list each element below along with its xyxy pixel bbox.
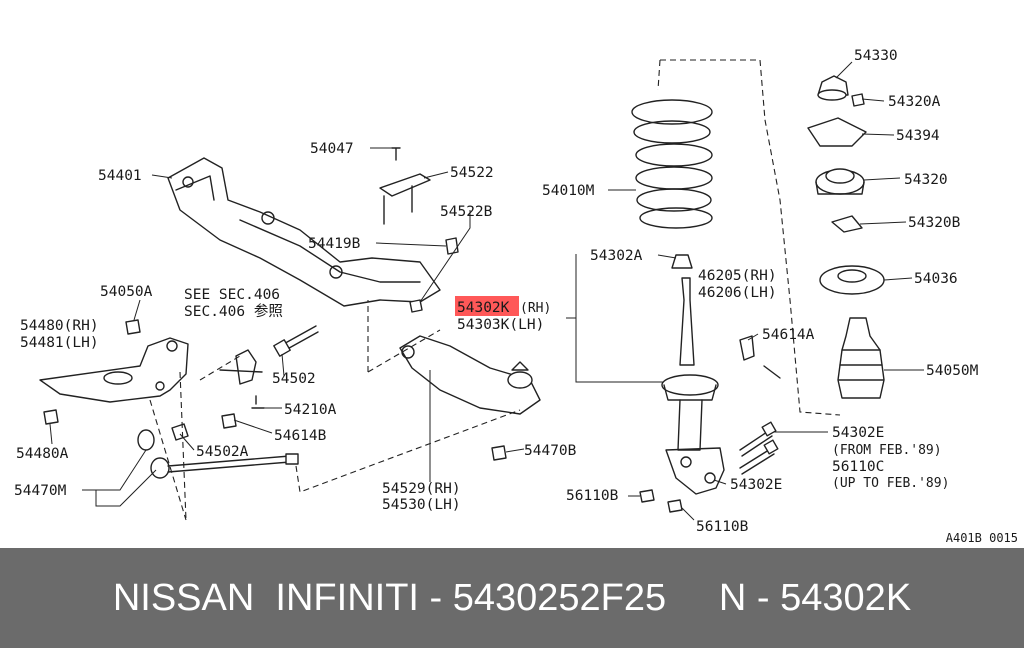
compression-bracket [39, 337, 189, 403]
label-54050M: 54050M [926, 363, 979, 379]
bolt-54480A [43, 409, 59, 425]
label-54530: 54530(LH) [382, 497, 461, 513]
strut-mount [815, 168, 865, 195]
label-56110C: 56110C [832, 459, 884, 475]
label-54502A: 54502A [196, 444, 249, 460]
label-54302K: 54302K [457, 300, 510, 316]
bushing-54050A [125, 319, 141, 335]
bracket-54522 [379, 173, 431, 225]
top-cap [817, 75, 849, 101]
label-54470B: 54470B [524, 443, 577, 459]
label-54010M: 54010M [542, 183, 595, 199]
label-46206: 46206(LH) [698, 285, 777, 301]
bolt-54502-head [273, 339, 291, 357]
bolt-54047 [391, 147, 401, 161]
sensor-bracket [739, 335, 755, 361]
label-54302K-rh: (RH) [520, 301, 551, 316]
spring-seat [819, 265, 885, 295]
strut-shock-absorber [661, 277, 725, 495]
highlight-54302K [455, 296, 519, 316]
label-54394: 54394 [896, 128, 940, 144]
stabilizer-clamp [219, 349, 263, 385]
label-54419B: 54419B [308, 236, 361, 252]
plate-54394 [807, 117, 867, 147]
nut-54522B [409, 299, 423, 313]
label-54303K: 54303K(LH) [457, 317, 544, 333]
coil-spring [631, 99, 713, 229]
label-54320A: 54320A [888, 94, 941, 110]
label-from-feb: (FROM FEB.'89) [832, 443, 942, 458]
label-54480A: 54480A [16, 446, 69, 462]
bump-stop [671, 254, 693, 269]
label-54050A: 54050A [100, 284, 153, 300]
bolt-54614A [763, 365, 781, 379]
label-56110B-b: 56110B [696, 519, 749, 535]
label-54470M: 54470M [14, 483, 67, 499]
label-54529: 54529(RH) [382, 481, 461, 497]
label-54302E-a: 54302E [832, 425, 884, 441]
label-54614A: 54614A [762, 327, 815, 343]
label-46205: 46205(RH) [698, 268, 777, 284]
nut-54614B [221, 413, 237, 429]
footer-banner: NISSAN INFINITI - 5430252F25 N - 54302K [0, 548, 1024, 648]
label-54210A: 54210A [284, 402, 337, 418]
label-see-sec: SEE SEC.406 [184, 287, 280, 303]
boot-54050M [837, 317, 885, 399]
label-54522: 54522 [450, 165, 494, 181]
label-54320B: 54320B [908, 215, 961, 231]
label-upto-feb: (UP TO FEB.'89) [832, 476, 949, 491]
label-54302E-b: 54302E [730, 477, 782, 493]
transverse-link [399, 335, 541, 415]
label-sec-ref: SEC.406 参照 [184, 303, 283, 320]
crossmember [167, 157, 441, 307]
leader-lines [49, 61, 924, 521]
label-54047: 54047 [310, 141, 354, 157]
bolt-54210A [251, 395, 265, 409]
strut-assembly-outline [657, 59, 841, 416]
footer-part-text: NISSAN INFINITI - 5430252F25 N - 54302K [112, 576, 912, 619]
label-54330: 54330 [854, 48, 898, 64]
compression-rod [137, 429, 299, 479]
label-54522B: 54522B [440, 204, 493, 220]
label-56110B-a: 56110B [566, 488, 619, 504]
parts-diagram: 54330 54320A 54394 54320 54320B 54036 54… [14, 48, 979, 535]
guide-lines [149, 300, 521, 521]
label-54481LH: 54481(LH) [20, 335, 99, 351]
washer-54320B [831, 215, 863, 233]
diagram-code: A401B 0015 [945, 531, 1018, 545]
nut-54320A [851, 93, 865, 107]
label-54502: 54502 [272, 371, 316, 387]
label-54320: 54320 [904, 172, 948, 188]
bushing-54502A [171, 423, 189, 441]
label-54036: 54036 [914, 271, 958, 287]
label-54401: 54401 [98, 168, 142, 184]
nut-54470B [491, 445, 507, 461]
bolts-strut [639, 421, 779, 513]
label-54614B: 54614B [274, 428, 327, 444]
nut-54419B [445, 237, 459, 255]
label-54480RH: 54480(RH) [20, 318, 99, 334]
label-54302A: 54302A [590, 248, 643, 264]
